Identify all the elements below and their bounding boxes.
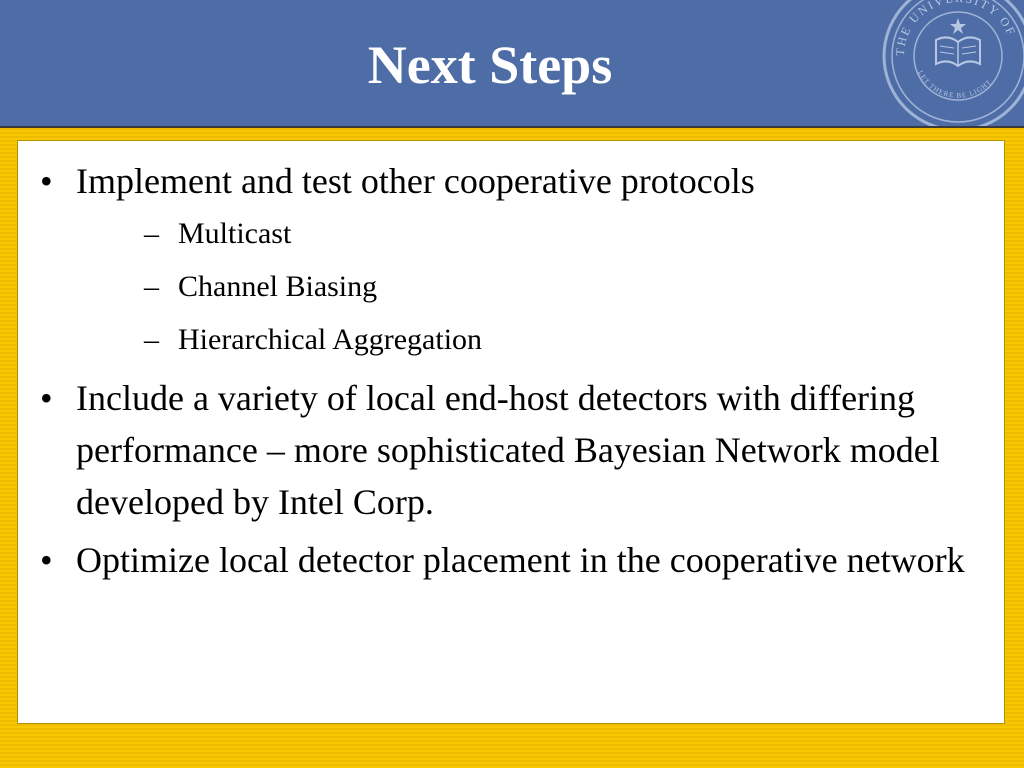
sub-bullet-item: – Hierarchical Aggregation	[76, 313, 998, 366]
bullet-glyph: •	[40, 540, 53, 580]
sub-bullet-text: Hierarchical Aggregation	[178, 323, 483, 356]
bullet-item: • Include a variety of local end-host de…	[18, 372, 998, 528]
bullet-text: Implement and test other cooperative pro…	[76, 161, 755, 201]
sub-bullet-text: Multicast	[178, 217, 292, 250]
bullet-item: • Implement and test other cooperative p…	[18, 155, 998, 366]
slide-content-area: • Implement and test other cooperative p…	[17, 140, 1005, 724]
bullet-list: • Implement and test other cooperative p…	[18, 155, 998, 592]
dash-glyph: –	[144, 217, 159, 250]
sub-bullet-list: – Multicast – Channel Biasing – Hierarch…	[76, 207, 998, 366]
svg-text:LET THERE BE LIGHT: LET THERE BE LIGHT	[916, 69, 993, 100]
slide-header: Next Steps THE UNIVERSITY OF LET THERE B…	[0, 0, 1024, 128]
bullet-text: Optimize local detector placement in the…	[76, 540, 965, 580]
dash-glyph: –	[144, 323, 159, 356]
slide-title: Next Steps	[367, 35, 613, 95]
sub-bullet-text: Channel Biasing	[178, 270, 378, 303]
sub-bullet-item: – Channel Biasing	[76, 260, 998, 313]
bullet-item: • Optimize local detector placement in t…	[18, 534, 998, 586]
university-seal-logo: THE UNIVERSITY OF LET THERE BE LIGHT	[882, 0, 1024, 126]
bullet-glyph: •	[40, 161, 53, 201]
sub-bullet-item: – Multicast	[76, 207, 998, 260]
bullet-glyph: •	[40, 378, 53, 418]
seal-bottom-text: LET THERE BE LIGHT	[916, 69, 992, 100]
bullet-text: Include a variety of local end-host dete…	[76, 378, 940, 522]
dash-glyph: –	[144, 270, 159, 303]
